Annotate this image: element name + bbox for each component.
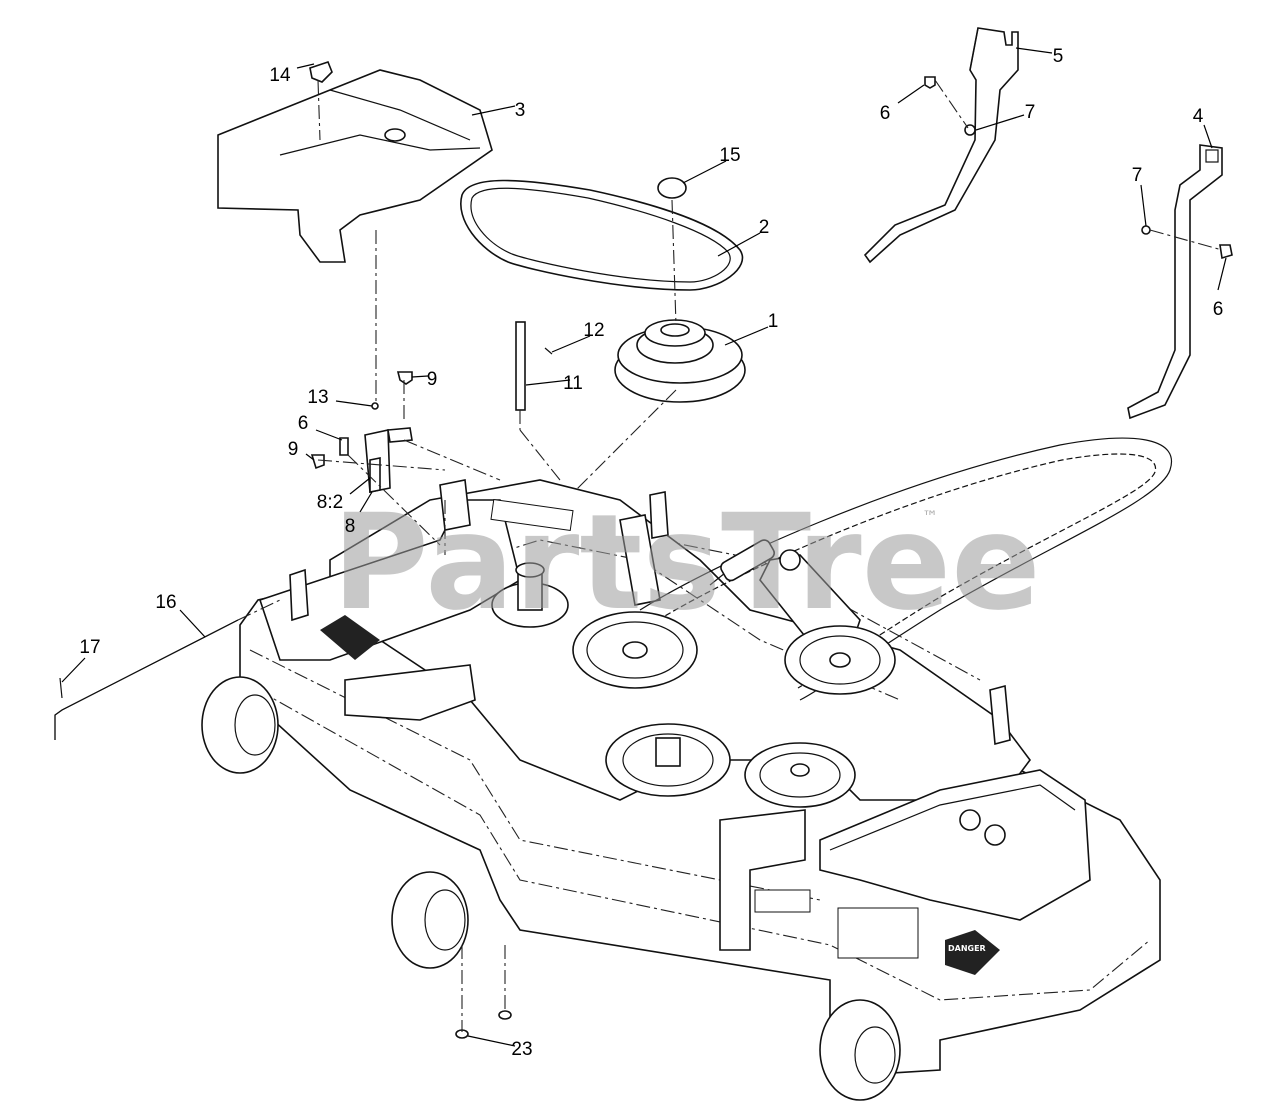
part-6-bolt-b — [924, 76, 936, 89]
anti-scalp-wheels — [201, 676, 901, 1101]
callout-label-c12: 12 — [583, 320, 604, 341]
danger-decal-right — [945, 930, 1000, 975]
part-11-pin — [515, 321, 526, 411]
callout-label-c9a: 9 — [427, 369, 438, 390]
partstree-watermark: PartsTree ™ — [332, 486, 1041, 640]
callout-label-c13: 13 — [307, 387, 328, 408]
part-7-nut-b — [1141, 225, 1151, 235]
part-9-bolt-b — [310, 454, 325, 470]
danger-decal-left — [320, 615, 380, 660]
part-4-bracket — [1127, 144, 1233, 420]
callout-label-c6a: 6 — [298, 413, 309, 434]
callout-leaders — [61, 47, 1227, 1047]
callout-label-c6c: 6 — [1213, 299, 1224, 320]
part-3-cover — [217, 69, 493, 263]
part-8-bracket — [364, 427, 413, 493]
part-1-pulley — [614, 319, 746, 403]
callout-label-c15: 15 — [719, 145, 740, 166]
callout-label-c11: 11 — [563, 373, 583, 394]
danger-decal-text: DANGER — [948, 944, 986, 953]
callout-label-c17: 17 — [79, 637, 100, 658]
part-6-bolt-c — [1219, 244, 1233, 260]
part-16-rod-inner — [54, 619, 239, 740]
part-2-belt — [460, 179, 744, 291]
callout-label-c5: 5 — [1053, 46, 1064, 67]
spindle-pulleys — [491, 562, 896, 808]
part-5-bracket — [863, 27, 1019, 264]
callout-label-c3: 3 — [515, 100, 526, 121]
belt-cover — [819, 769, 1091, 921]
part-15-cap — [657, 177, 687, 199]
callout-label-c6b: 6 — [880, 103, 891, 124]
callout-label-c8: 8 — [345, 516, 356, 537]
callout-label-c2: 2 — [759, 217, 770, 238]
callout-label-c7b: 7 — [1132, 165, 1143, 186]
callout-label-c4: 4 — [1193, 106, 1204, 127]
callout-label-c1: 1 — [768, 311, 779, 332]
part-13-nut — [371, 402, 379, 410]
drive-belt-loop — [639, 437, 1173, 701]
watermark-text: PartsTree — [332, 486, 1041, 640]
info-decal — [754, 889, 811, 913]
assembly-lines — [237, 79, 1223, 1032]
watermark-trademark: ™ — [922, 507, 938, 526]
danger-decals: DANGER — [320, 498, 1000, 975]
part-14-knob — [309, 61, 333, 83]
part-9-bolt-a — [396, 371, 413, 385]
part-23-nut-a — [498, 1010, 512, 1020]
part-12-clip — [544, 347, 553, 355]
callout-label-c9b: 9 — [288, 439, 299, 460]
callout-label-c23: 23 — [511, 1039, 532, 1060]
callout-label-c16: 16 — [155, 592, 176, 613]
callout-label-c7a: 7 — [1025, 102, 1036, 123]
instruction-decal — [837, 907, 919, 959]
warning-decal — [490, 498, 574, 532]
callout-label-c82: 8:2 — [317, 492, 343, 513]
callout-label-c14: 14 — [269, 65, 291, 86]
part-6-bolt-a — [339, 437, 349, 456]
part-17-pin — [59, 677, 63, 699]
